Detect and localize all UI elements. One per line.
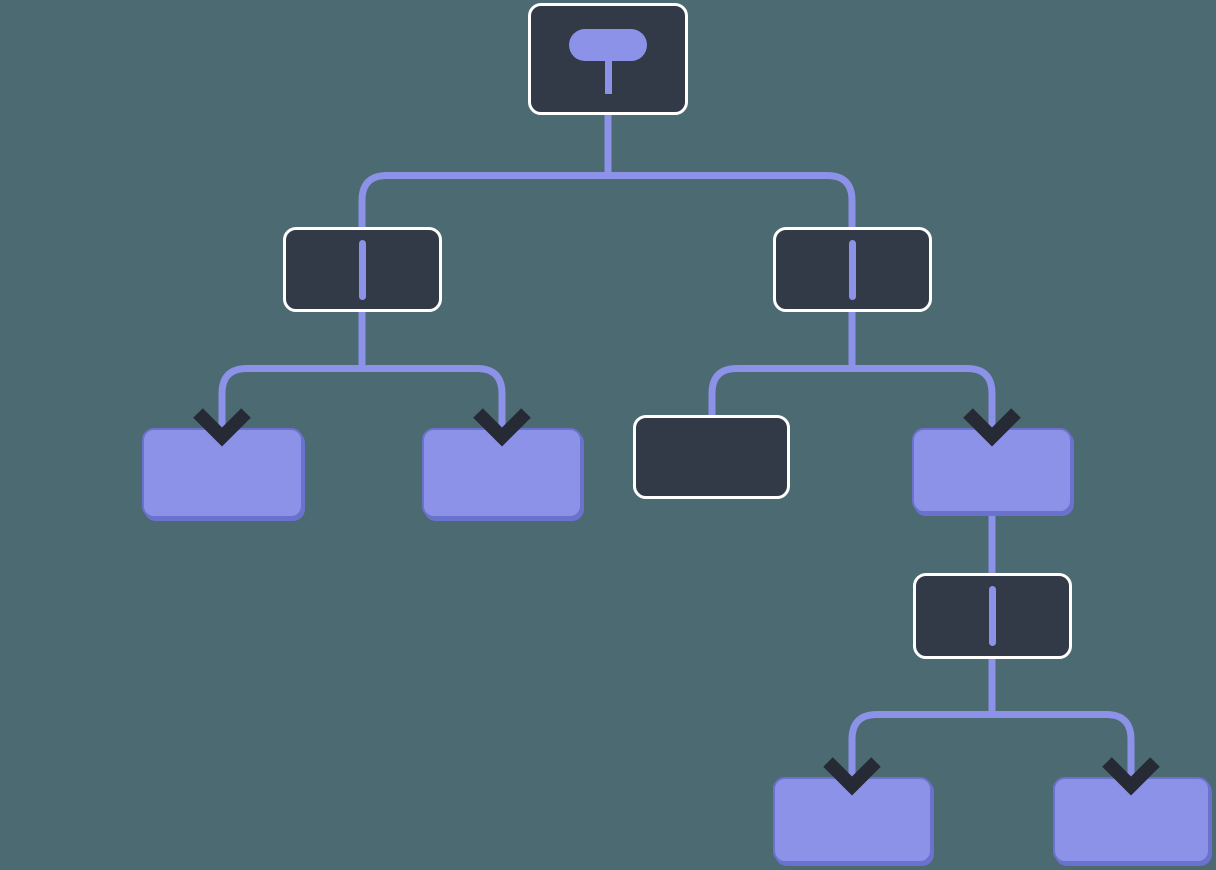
chevron-down-icon <box>1102 757 1160 796</box>
node-branch-right[interactable] <box>773 227 932 312</box>
chevron-down-glyph <box>473 408 531 447</box>
divider-line-icon <box>989 586 996 646</box>
node-branch-right-2[interactable] <box>913 573 1072 659</box>
chevron-down-icon <box>473 408 531 447</box>
chevron-down-glyph <box>963 408 1021 447</box>
chevron-down-glyph <box>1102 757 1160 796</box>
chevron-down-icon <box>193 408 251 447</box>
connector-branch-right <box>708 305 996 436</box>
pill-icon <box>569 28 647 94</box>
connector-root <box>358 106 856 236</box>
connector-branch-left <box>218 305 506 436</box>
divider-line-icon <box>849 239 856 300</box>
pill-shape <box>569 28 647 61</box>
node-leaf-dark[interactable] <box>633 415 790 499</box>
divider-line-icon <box>359 239 366 300</box>
node-branch-left[interactable] <box>283 227 442 312</box>
chevron-down-glyph <box>823 757 881 796</box>
chevron-down-icon <box>823 757 881 796</box>
chevron-down-glyph <box>193 408 251 447</box>
node-root[interactable] <box>528 3 688 115</box>
chevron-down-icon <box>963 408 1021 447</box>
pill-stem <box>604 60 612 94</box>
